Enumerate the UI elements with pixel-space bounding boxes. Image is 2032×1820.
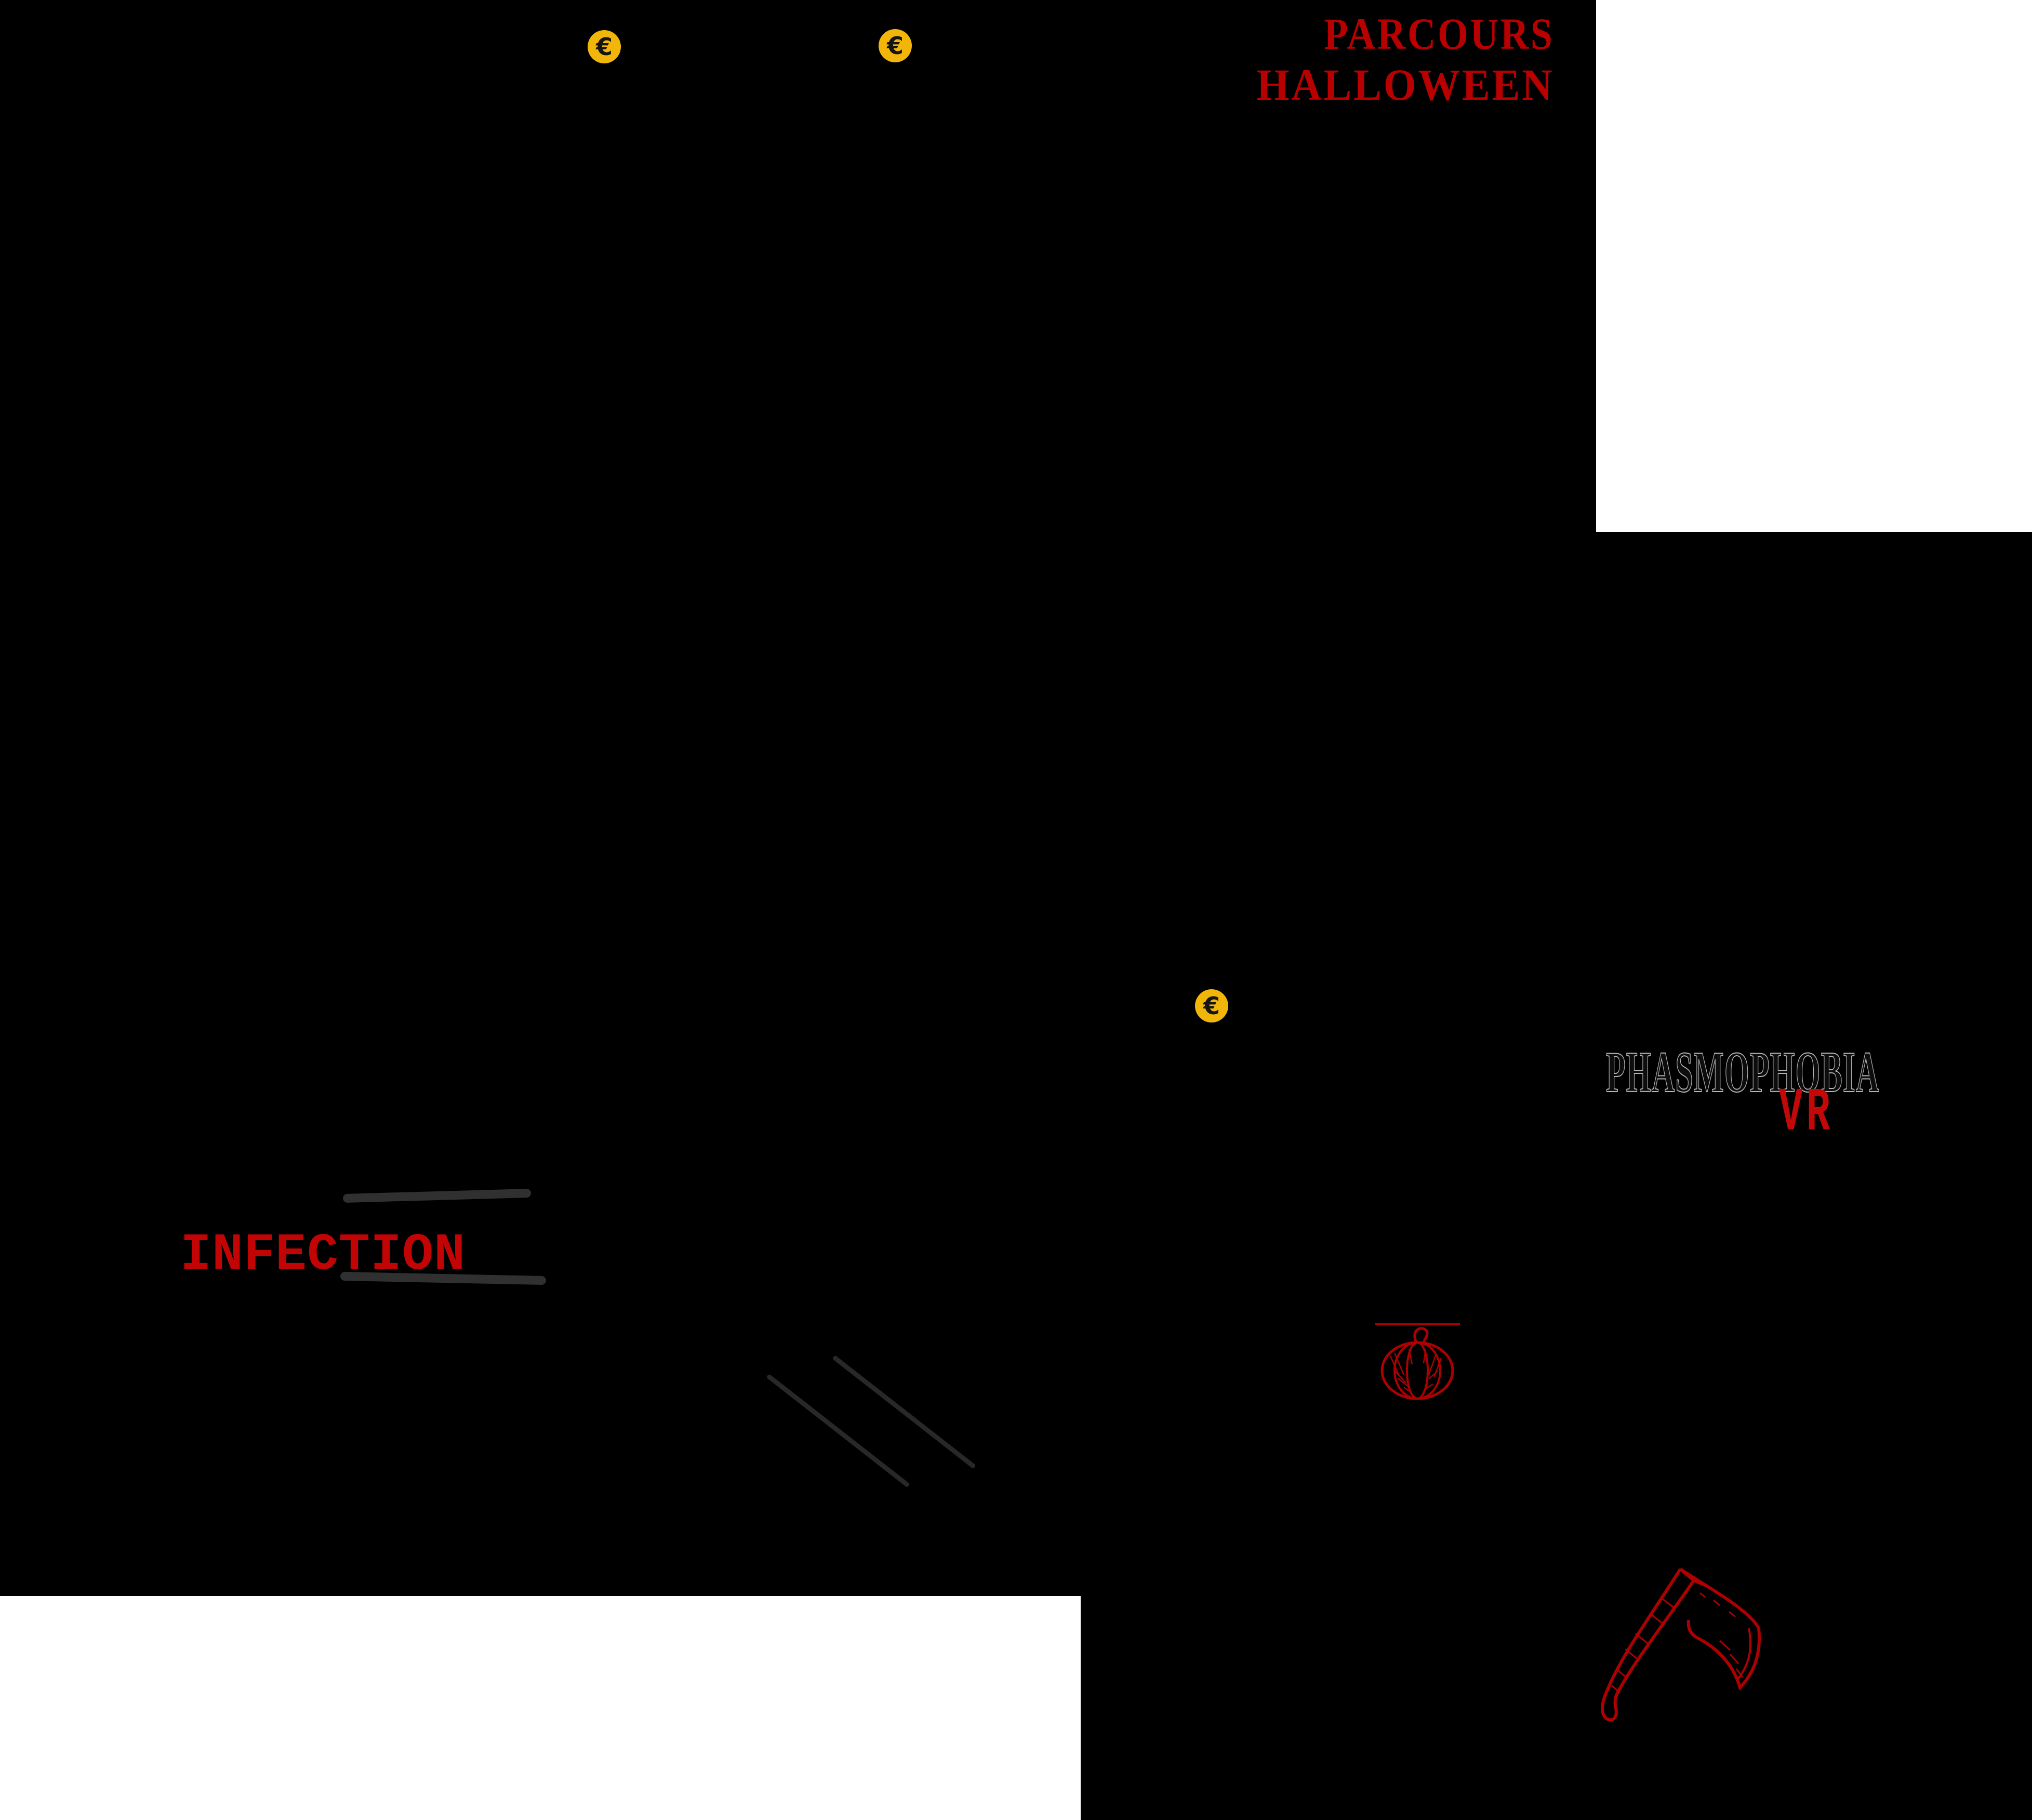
claw-scratch-marks <box>832 1355 976 1469</box>
euro-coin-icon[interactable]: € <box>1195 989 1228 1022</box>
pumpkin-icon <box>1375 1324 1460 1403</box>
parcours-title-line1: PARCOURS <box>1324 9 1554 59</box>
claw-scratch-marks <box>766 1374 910 1488</box>
euro-coin-icon[interactable]: € <box>588 30 621 63</box>
euro-coin-icon[interactable]: € <box>879 29 912 62</box>
parcours-title-line2: HALLOWEEN <box>1256 60 1554 110</box>
image-placeholder-bottom-left <box>0 1596 1081 1820</box>
axe-icon <box>1584 1562 1763 1730</box>
red-divider-line <box>1375 1323 1460 1325</box>
brush-stroke-marks <box>342 1188 532 1203</box>
parcours-halloween-title[interactable]: PARCOURS HALLOWEEN <box>1238 8 1554 110</box>
phasmophobia-vr-subtitle[interactable]: VR <box>1779 1079 1834 1148</box>
phasmophobia-title[interactable]: PHASMOPHOBIA <box>1605 1040 1880 1105</box>
image-placeholder-top-right <box>1596 0 2032 532</box>
